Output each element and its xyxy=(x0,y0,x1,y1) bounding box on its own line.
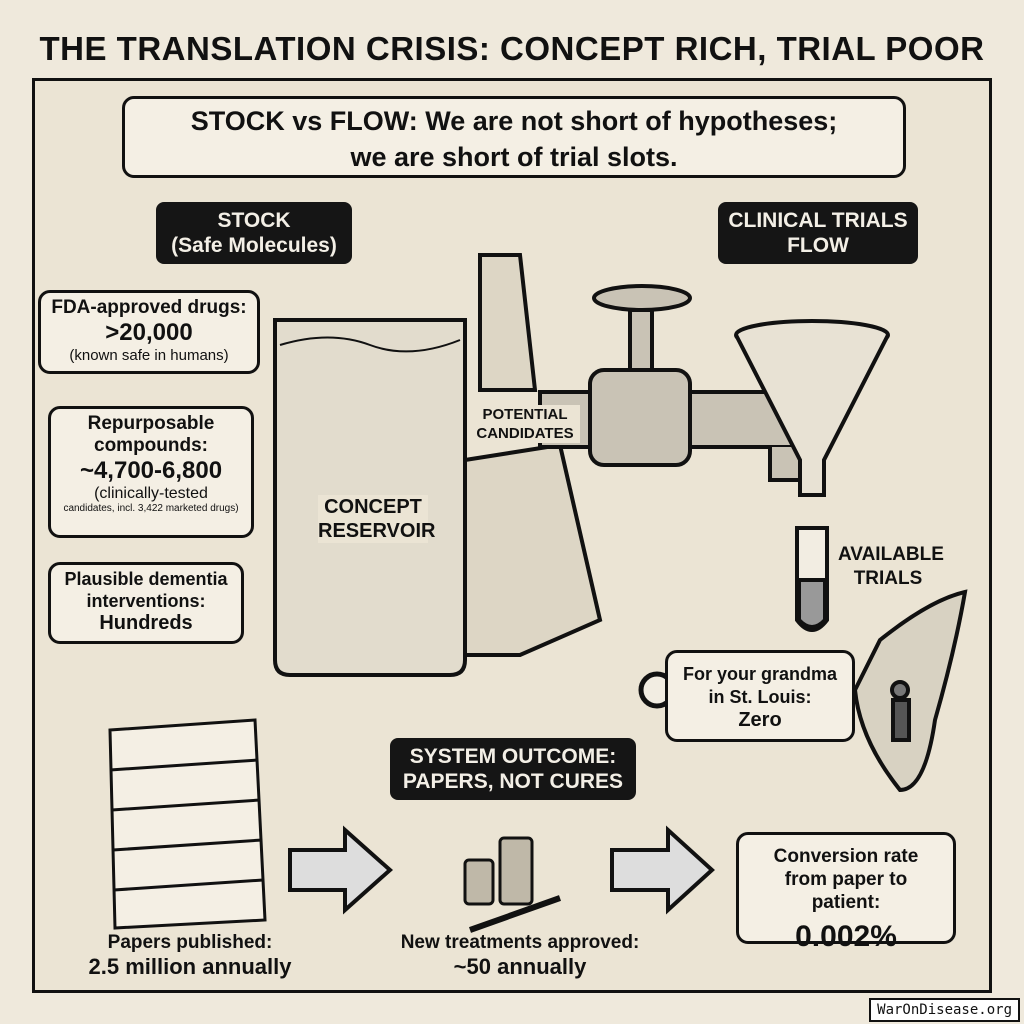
outcome-line2: PAPERS, NOT CURES xyxy=(402,770,624,793)
concept-reservoir-label: CONCEPT RESERVOIR xyxy=(318,495,436,543)
callout-dementia: Plausible dementia interventions: Hundre… xyxy=(48,562,244,644)
callout-note: (known safe in humans) xyxy=(69,347,229,364)
watermark: WarOnDisease.org xyxy=(869,998,1020,1022)
grandma-callout: For your grandma in St. Louis: Zero xyxy=(665,650,855,742)
paper-stack-icon xyxy=(108,718,267,930)
conversion-rate-box: Conversion rate from paper to patient: 0… xyxy=(736,832,956,953)
page-title: THE TRANSLATION CRISIS: CONCEPT RICH, TR… xyxy=(39,30,985,67)
arrow-right-icon xyxy=(288,825,715,915)
treatments-label: New treatments approved: xyxy=(400,932,640,953)
callout-value: ~4,700-6,800 xyxy=(79,457,223,484)
callout-fda-drugs: FDA-approved drugs: >20,000 (known safe … xyxy=(38,290,260,374)
headline-box: STOCK vs FLOW: We are not short of hypot… xyxy=(122,96,906,178)
grandma-line1: For your grandma xyxy=(682,664,838,684)
outcome-line1: SYSTEM OUTCOME: xyxy=(409,745,617,768)
stock-label: STOCK (Safe Molecules) xyxy=(156,202,352,264)
treatments-stat: New treatments approved: ~50 annually xyxy=(370,932,670,980)
headline-line1: STOCK vs FLOW: We are not short of hypot… xyxy=(190,106,838,136)
callout-label: Repurposable compounds: xyxy=(87,413,215,456)
callout-note: (clinically-tested xyxy=(94,485,208,502)
callout-repurposable: Repurposable compounds: ~4,700-6,800 (cl… xyxy=(48,406,254,538)
stock-subtitle: (Safe Molecules) xyxy=(171,234,337,257)
stock-title: STOCK xyxy=(217,209,291,232)
callout-note-2: candidates, incl. 3,422 marketed drugs) xyxy=(63,503,239,514)
papers-stat: Papers published: 2.5 million annually xyxy=(70,932,310,980)
headline-line2: we are short of trial slots. xyxy=(350,142,678,172)
potential-candidates-label: POTENTIAL CANDIDATES xyxy=(470,405,580,443)
map-region-icon xyxy=(852,589,968,793)
test-tube-icon xyxy=(795,526,829,632)
conversion-value: 0.002% xyxy=(795,920,897,953)
grandma-value: Zero xyxy=(738,709,782,731)
flow-title: CLINICAL TRIALS xyxy=(728,209,908,232)
papers-label: Papers published: xyxy=(107,932,273,953)
treatments-value: ~50 annually xyxy=(453,954,587,979)
grandma-line2: in St. Louis: xyxy=(708,687,812,707)
funnel-icon xyxy=(734,319,890,497)
callout-label: Plausible dementia interventions: xyxy=(64,569,228,611)
callout-value: Hundreds xyxy=(99,612,193,634)
system-outcome-label: SYSTEM OUTCOME: PAPERS, NOT CURES xyxy=(390,738,636,800)
available-trials-label: AVAILABLE TRIALS xyxy=(838,544,944,589)
callout-value: >20,000 xyxy=(105,319,193,346)
dam-wall-icon xyxy=(463,253,603,657)
callout-label: FDA-approved drugs: xyxy=(51,297,247,318)
medicine-bottles-icon xyxy=(463,836,562,933)
flow-subtitle: FLOW xyxy=(787,234,849,257)
pipe-valve-icon xyxy=(538,284,812,482)
flow-label: CLINICAL TRIALS FLOW xyxy=(718,202,918,264)
conversion-label: Conversion rate from paper to patient: xyxy=(773,846,919,913)
papers-value: 2.5 million annually xyxy=(88,954,292,979)
